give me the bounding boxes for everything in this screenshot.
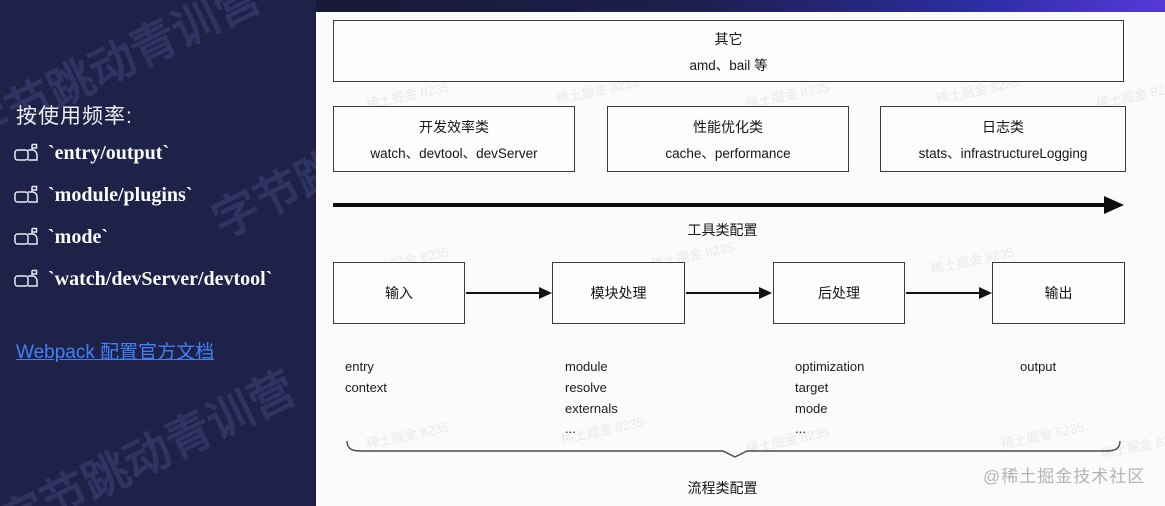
flow-arrow bbox=[466, 292, 540, 294]
list-item-label: `mode` bbox=[48, 226, 108, 248]
category-subtitle: cache、performance bbox=[665, 145, 791, 161]
key-line: optimization bbox=[795, 359, 865, 374]
flow-arrowhead-icon bbox=[759, 286, 772, 299]
category-title: 性能优化类 bbox=[693, 118, 763, 135]
category-title: 日志类 bbox=[982, 118, 1024, 135]
webpack-docs-link[interactable]: Webpack 配置官方文档 bbox=[16, 342, 215, 363]
flow-box-label: 后处理 bbox=[818, 285, 860, 301]
key-line: ... bbox=[565, 421, 576, 437]
list-item-watch-devserver-devtool: `watch/devServer/devtool` bbox=[14, 266, 314, 293]
key-line: context bbox=[345, 379, 387, 395]
list-item-mode: `mode` bbox=[14, 224, 314, 251]
list-item-label: `entry/output` bbox=[48, 142, 170, 164]
key-line: mode bbox=[795, 400, 828, 416]
process-brace bbox=[346, 440, 1121, 458]
list-item-module-plugins: `module/plugins` bbox=[14, 182, 314, 209]
flow-box-label: 输出 bbox=[1044, 285, 1073, 301]
list-item-entry-output: `entry/output` bbox=[14, 140, 314, 167]
top-gradient-strip bbox=[316, 0, 1165, 12]
sidebar-watermark: 字节跳动青训营 bbox=[0, 0, 269, 158]
flow-arrow bbox=[686, 292, 760, 294]
mailbox-icon bbox=[14, 185, 38, 203]
flow-box-output: 输出 bbox=[992, 262, 1125, 324]
flow-box-post-processing: 后处理 bbox=[773, 262, 905, 324]
diagram-panel bbox=[316, 12, 1165, 506]
flow-box-label: 模块处理 bbox=[590, 285, 647, 301]
key-line: externals bbox=[565, 400, 618, 416]
post-processing-keys: optimization target mode ... bbox=[795, 357, 864, 440]
key-line: entry bbox=[345, 359, 374, 374]
performance-box: 性能优化类 cache、performance bbox=[607, 106, 849, 172]
config-list: `entry/output` `module/plugins` bbox=[14, 140, 314, 308]
sidebar-watermark: 字节跳动青训营 bbox=[0, 361, 304, 506]
flow-arrowhead-icon bbox=[539, 286, 552, 299]
tool-axis-label: 工具类配置 bbox=[687, 222, 758, 238]
category-subtitle: stats、infrastructureLogging bbox=[918, 145, 1088, 161]
dev-efficiency-box: 开发效率类 watch、devtool、devServer bbox=[333, 106, 575, 172]
key-line: ... bbox=[795, 421, 806, 437]
list-item-label: `module/plugins` bbox=[48, 184, 193, 206]
flow-arrow bbox=[906, 292, 980, 294]
misc-config-box: 其它 amd、bail 等 bbox=[333, 20, 1124, 82]
logging-box: 日志类 stats、infrastructureLogging bbox=[880, 106, 1126, 172]
tool-axis-arrow bbox=[333, 203, 1106, 207]
tool-axis-arrowhead-icon bbox=[1104, 196, 1124, 214]
key-line: module bbox=[565, 359, 608, 374]
mailbox-icon bbox=[14, 269, 38, 287]
category-title: 开发效率类 bbox=[419, 118, 489, 135]
flow-box-label: 输入 bbox=[385, 285, 413, 301]
community-watermark: @稀土掘金技术社区 bbox=[983, 467, 1146, 486]
flow-arrowhead-icon bbox=[979, 286, 992, 299]
input-keys: entry context bbox=[345, 357, 387, 399]
flow-box-module-processing: 模块处理 bbox=[552, 262, 685, 324]
mailbox-icon bbox=[14, 227, 38, 245]
misc-box-title: 其它 bbox=[714, 30, 743, 47]
frequency-heading: 按使用频率: bbox=[16, 105, 133, 128]
mailbox-icon bbox=[14, 143, 38, 161]
output-keys: output bbox=[1020, 357, 1056, 378]
key-line: output bbox=[1020, 359, 1057, 374]
category-subtitle: watch、devtool、devServer bbox=[370, 145, 538, 161]
module-keys: module resolve externals ... bbox=[565, 357, 618, 440]
sidebar: 字节跳动青训营 字节跳动青训营 字节跳动青训营 按使用频率: `entry/ou… bbox=[0, 0, 316, 506]
list-item-label: `watch/devServer/devtool` bbox=[48, 268, 273, 290]
key-line: target bbox=[795, 379, 829, 395]
process-axis-label: 流程类配置 bbox=[687, 480, 758, 496]
misc-box-subtitle: amd、bail 等 bbox=[689, 57, 768, 73]
flow-box-input: 输入 bbox=[333, 262, 465, 324]
key-line: resolve bbox=[565, 379, 607, 395]
